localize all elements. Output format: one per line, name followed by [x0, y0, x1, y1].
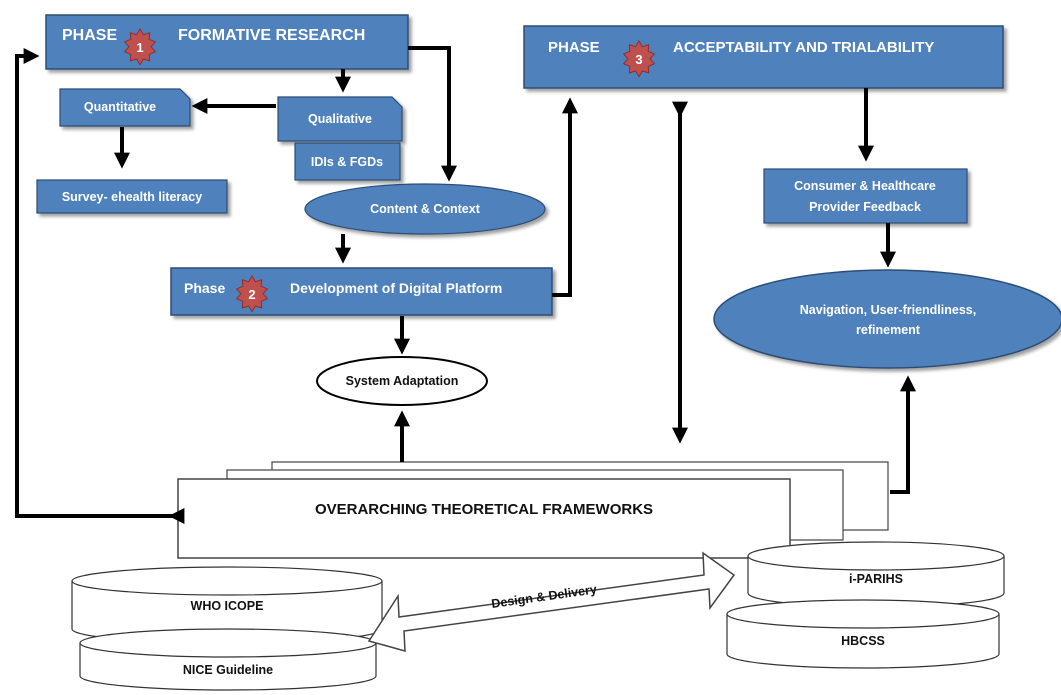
cylinder-i-parihs: i-PARIHS	[747, 541, 1005, 608]
system-adaptation-label: System Adaptation	[346, 374, 459, 388]
connectors	[15, 46, 916, 524]
navigation-line2: refinement	[856, 323, 921, 337]
content-context-ellipse: Content & Context	[304, 183, 546, 235]
phase2-badge-icon	[235, 275, 269, 313]
phase2-box: Phase 2 Development of Digital Platform	[170, 267, 553, 316]
frameworks-stack: OVERARCHING THEORETICAL FRAMEWORKS	[177, 461, 889, 559]
phase2-title: Development of Digital Platform	[290, 280, 502, 296]
feedback-box: Consumer & Healthcare Provider Feedback	[763, 168, 968, 224]
qualitative-label: Qualitative	[308, 112, 372, 126]
navigation-line1: Navigation, User-friendliness,	[800, 303, 976, 317]
qualitative-box: Qualitative	[277, 96, 403, 142]
phase2-word: Phase	[184, 280, 225, 296]
i-parihs-label: i-PARIHS	[849, 572, 903, 586]
phase3-badge-icon	[622, 40, 656, 78]
content-context-label: Content & Context	[370, 202, 481, 216]
cylinder-nice-guideline: NICE Guideline	[79, 628, 377, 691]
arrow-feedback-loop	[15, 48, 185, 524]
hbcss-label: HBCSS	[841, 634, 885, 648]
navigation-ellipse: Navigation, User-friendliness, refinemen…	[713, 269, 1061, 369]
quantitative-box: Quantitative	[59, 88, 191, 127]
nice-guideline-label: NICE Guideline	[183, 663, 273, 677]
phase3-box: PHASE 3 ACCEPTABILITY AND TRIALABILITY	[523, 25, 1004, 89]
survey-box: Survey- ehealth literacy	[36, 179, 228, 214]
arrow-frameworks-to-navigation	[890, 375, 916, 494]
phase1-number: 1	[136, 40, 143, 55]
idis-fgds-box: IDIs & FGDs	[294, 142, 401, 181]
design-delivery-arrow: Design & Delivery	[367, 551, 736, 653]
cylinder-hbcss: HBCSS	[726, 599, 1000, 669]
phase3-word: PHASE	[548, 39, 600, 56]
feedback-line2: Provider Feedback	[809, 200, 921, 214]
phase2-number: 2	[248, 287, 255, 302]
quantitative-label: Quantitative	[84, 100, 156, 114]
system-adaptation-ellipse: System Adaptation	[316, 356, 488, 406]
who-icope-label: WHO ICOPE	[191, 599, 264, 613]
phase1-word: PHASE	[62, 27, 117, 44]
idis-fgds-label: IDIs & FGDs	[311, 155, 383, 169]
cylinder-who-icope: WHO ICOPE	[71, 566, 383, 644]
phase1-box: PHASE 1 FORMATIVE RESEARCH	[45, 14, 409, 70]
feedback-line1: Consumer & Healthcare	[794, 179, 936, 193]
phase3-number: 3	[635, 52, 642, 67]
phase1-title: FORMATIVE RESEARCH	[178, 27, 365, 44]
frameworks-title: OVERARCHING THEORETICAL FRAMEWORKS	[315, 501, 653, 518]
arrow-phase2-to-phase3	[552, 97, 578, 297]
phase3-title: ACCEPTABILITY AND TRIALABILITY	[673, 39, 934, 56]
arrow-phase1-to-content	[408, 46, 457, 182]
survey-label: Survey- ehealth literacy	[62, 190, 202, 204]
